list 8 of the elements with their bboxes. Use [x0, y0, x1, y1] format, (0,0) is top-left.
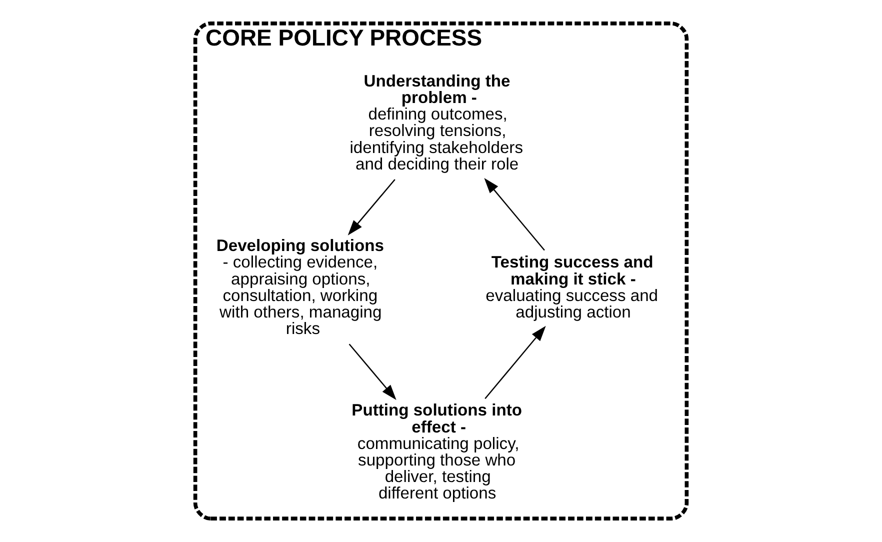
node-text: Testing success and making it stick - evaluating success and adjusting action [486, 252, 658, 322]
node-text: Understanding the problem - defining outcomes, resolving tensions, identifying stakeholders and deciding their role [350, 71, 524, 174]
arrow [348, 344, 396, 400]
arrow [484, 178, 545, 251]
node-text: Putting solutions into effect - communicating policy, supporting those who deliver, testing different options [352, 400, 522, 503]
node-text: Developing solutions - collecting evidence, appraising options, consultation, working with others, managing risks [216, 236, 384, 338]
arrow [348, 179, 396, 236]
arrow [484, 326, 546, 400]
